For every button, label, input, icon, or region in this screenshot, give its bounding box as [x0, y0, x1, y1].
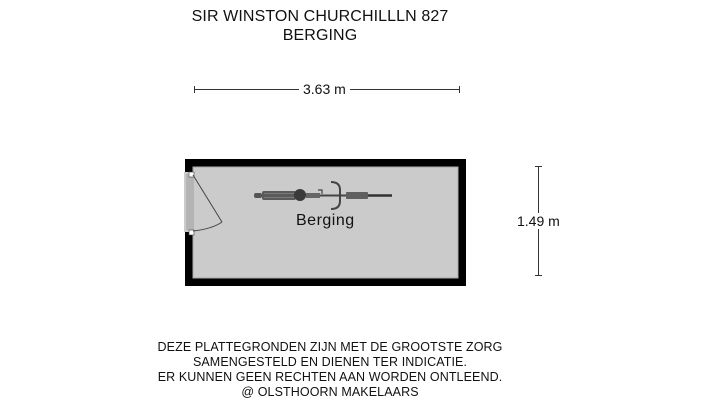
disclaimer-line: ER KUNNEN GEEN RECHTEN AAN WORDEN ONTLEE…: [157, 370, 503, 384]
disclaimer-line: DEZE PLATTEGRONDEN ZIJN MET DE GROOTSTE …: [157, 340, 503, 354]
door-swing-icon: [184, 171, 223, 236]
disclaimer-line: @ OLSTHOORN MAKELAARS: [241, 385, 419, 399]
disclaimer: DEZE PLATTEGRONDEN ZIJN MET DE GROOTSTE …: [0, 340, 660, 400]
floor-subtitle: BERGING: [282, 27, 358, 44]
address-title: SIR WINSTON CHURCHILLLN 827: [191, 8, 449, 25]
disclaimer-line: SAMENGESTELD EN DIENEN TER INDICATIE.: [192, 355, 468, 369]
width-dimension-label: 3.63 m: [299, 81, 350, 97]
height-dimension-label: 1.49 m: [513, 213, 564, 229]
room-berging: [185, 159, 466, 286]
room-label: Berging: [296, 212, 355, 229]
bicycle-icon: [254, 181, 392, 210]
